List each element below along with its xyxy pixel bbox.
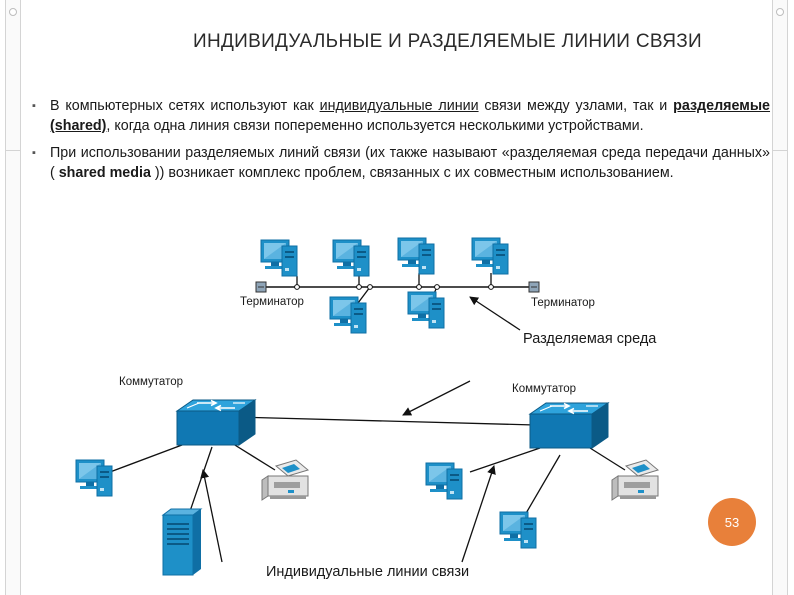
switch-left-label: Коммутатор bbox=[119, 376, 183, 388]
individual-lines-arrows bbox=[200, 465, 496, 563]
bus-taps bbox=[294, 284, 494, 290]
page-number-badge: 53 bbox=[708, 498, 756, 546]
terminator-left-label: Терминатор bbox=[240, 296, 304, 308]
terminator-left-icon bbox=[255, 281, 267, 293]
bullet-1-text-cont: связи между узлами, так и bbox=[478, 98, 674, 114]
left-switch-icon bbox=[176, 399, 256, 446]
terminator-right-label: Терминатор bbox=[531, 297, 595, 309]
right-computer-2-icon bbox=[499, 511, 537, 549]
link-pointer-arrow bbox=[402, 380, 471, 416]
right-switch-links bbox=[469, 447, 626, 516]
right-frame-border bbox=[772, 0, 788, 595]
bullet-marker-icon: ▪ bbox=[32, 100, 36, 112]
left-frame-border bbox=[5, 0, 21, 595]
bullet-2-text-end: )) возникает комплекс проблем, связанных… bbox=[150, 165, 674, 181]
individual-lines-term: индивидуальные линии bbox=[319, 98, 479, 114]
shared-lines-term: разделяемые (shared) bbox=[50, 98, 771, 134]
switch-right-label: Коммутатор bbox=[512, 383, 576, 395]
bullet-2-text: При использовании разделяемых линий связ… bbox=[50, 145, 770, 181]
slide-title: ИНДИВИДУАЛЬНЫЕ И РАЗДЕЛЯЕМЫЕ ЛИНИИ СВЯЗИ bbox=[193, 31, 702, 52]
shared-medium-label: Разделяемая среда bbox=[523, 331, 657, 347]
switch-to-switch-link bbox=[234, 416, 536, 426]
bullet-item-2: ▪ При использовании разделяемых линий св… bbox=[30, 143, 770, 183]
bullet-1-text-end: , когда одна линия связи попеременно исп… bbox=[106, 118, 644, 134]
terminator-right-icon bbox=[528, 281, 540, 293]
bus-drop-lines bbox=[296, 273, 492, 308]
bus-computer-6-icon bbox=[407, 291, 445, 329]
individual-lines-label: Индивидуальные линии связи bbox=[266, 564, 470, 580]
bus-computer-4-icon bbox=[471, 237, 509, 275]
shared-media-term: shared media bbox=[58, 165, 151, 181]
right-switch-icon bbox=[529, 402, 609, 449]
left-switch-links bbox=[109, 441, 276, 521]
bus-computer-5-icon bbox=[329, 296, 367, 334]
bullet-marker-icon: ▪ bbox=[32, 147, 36, 159]
bullet-1-text: В компьютерных сетях используют как bbox=[50, 98, 320, 114]
shared-medium-arrow bbox=[469, 296, 521, 331]
bullet-list: ▪ В компьютерных сетях используют как ин… bbox=[30, 96, 770, 190]
bullet-item-1: ▪ В компьютерных сетях используют как ин… bbox=[30, 96, 770, 136]
right-computer-1-icon bbox=[425, 462, 463, 500]
left-computer-icon bbox=[75, 459, 113, 497]
bus-computer-2-icon bbox=[332, 239, 370, 277]
bus-computer-1-icon bbox=[260, 239, 298, 277]
server-icon bbox=[162, 508, 202, 576]
bus-computer-3-icon bbox=[397, 237, 435, 275]
